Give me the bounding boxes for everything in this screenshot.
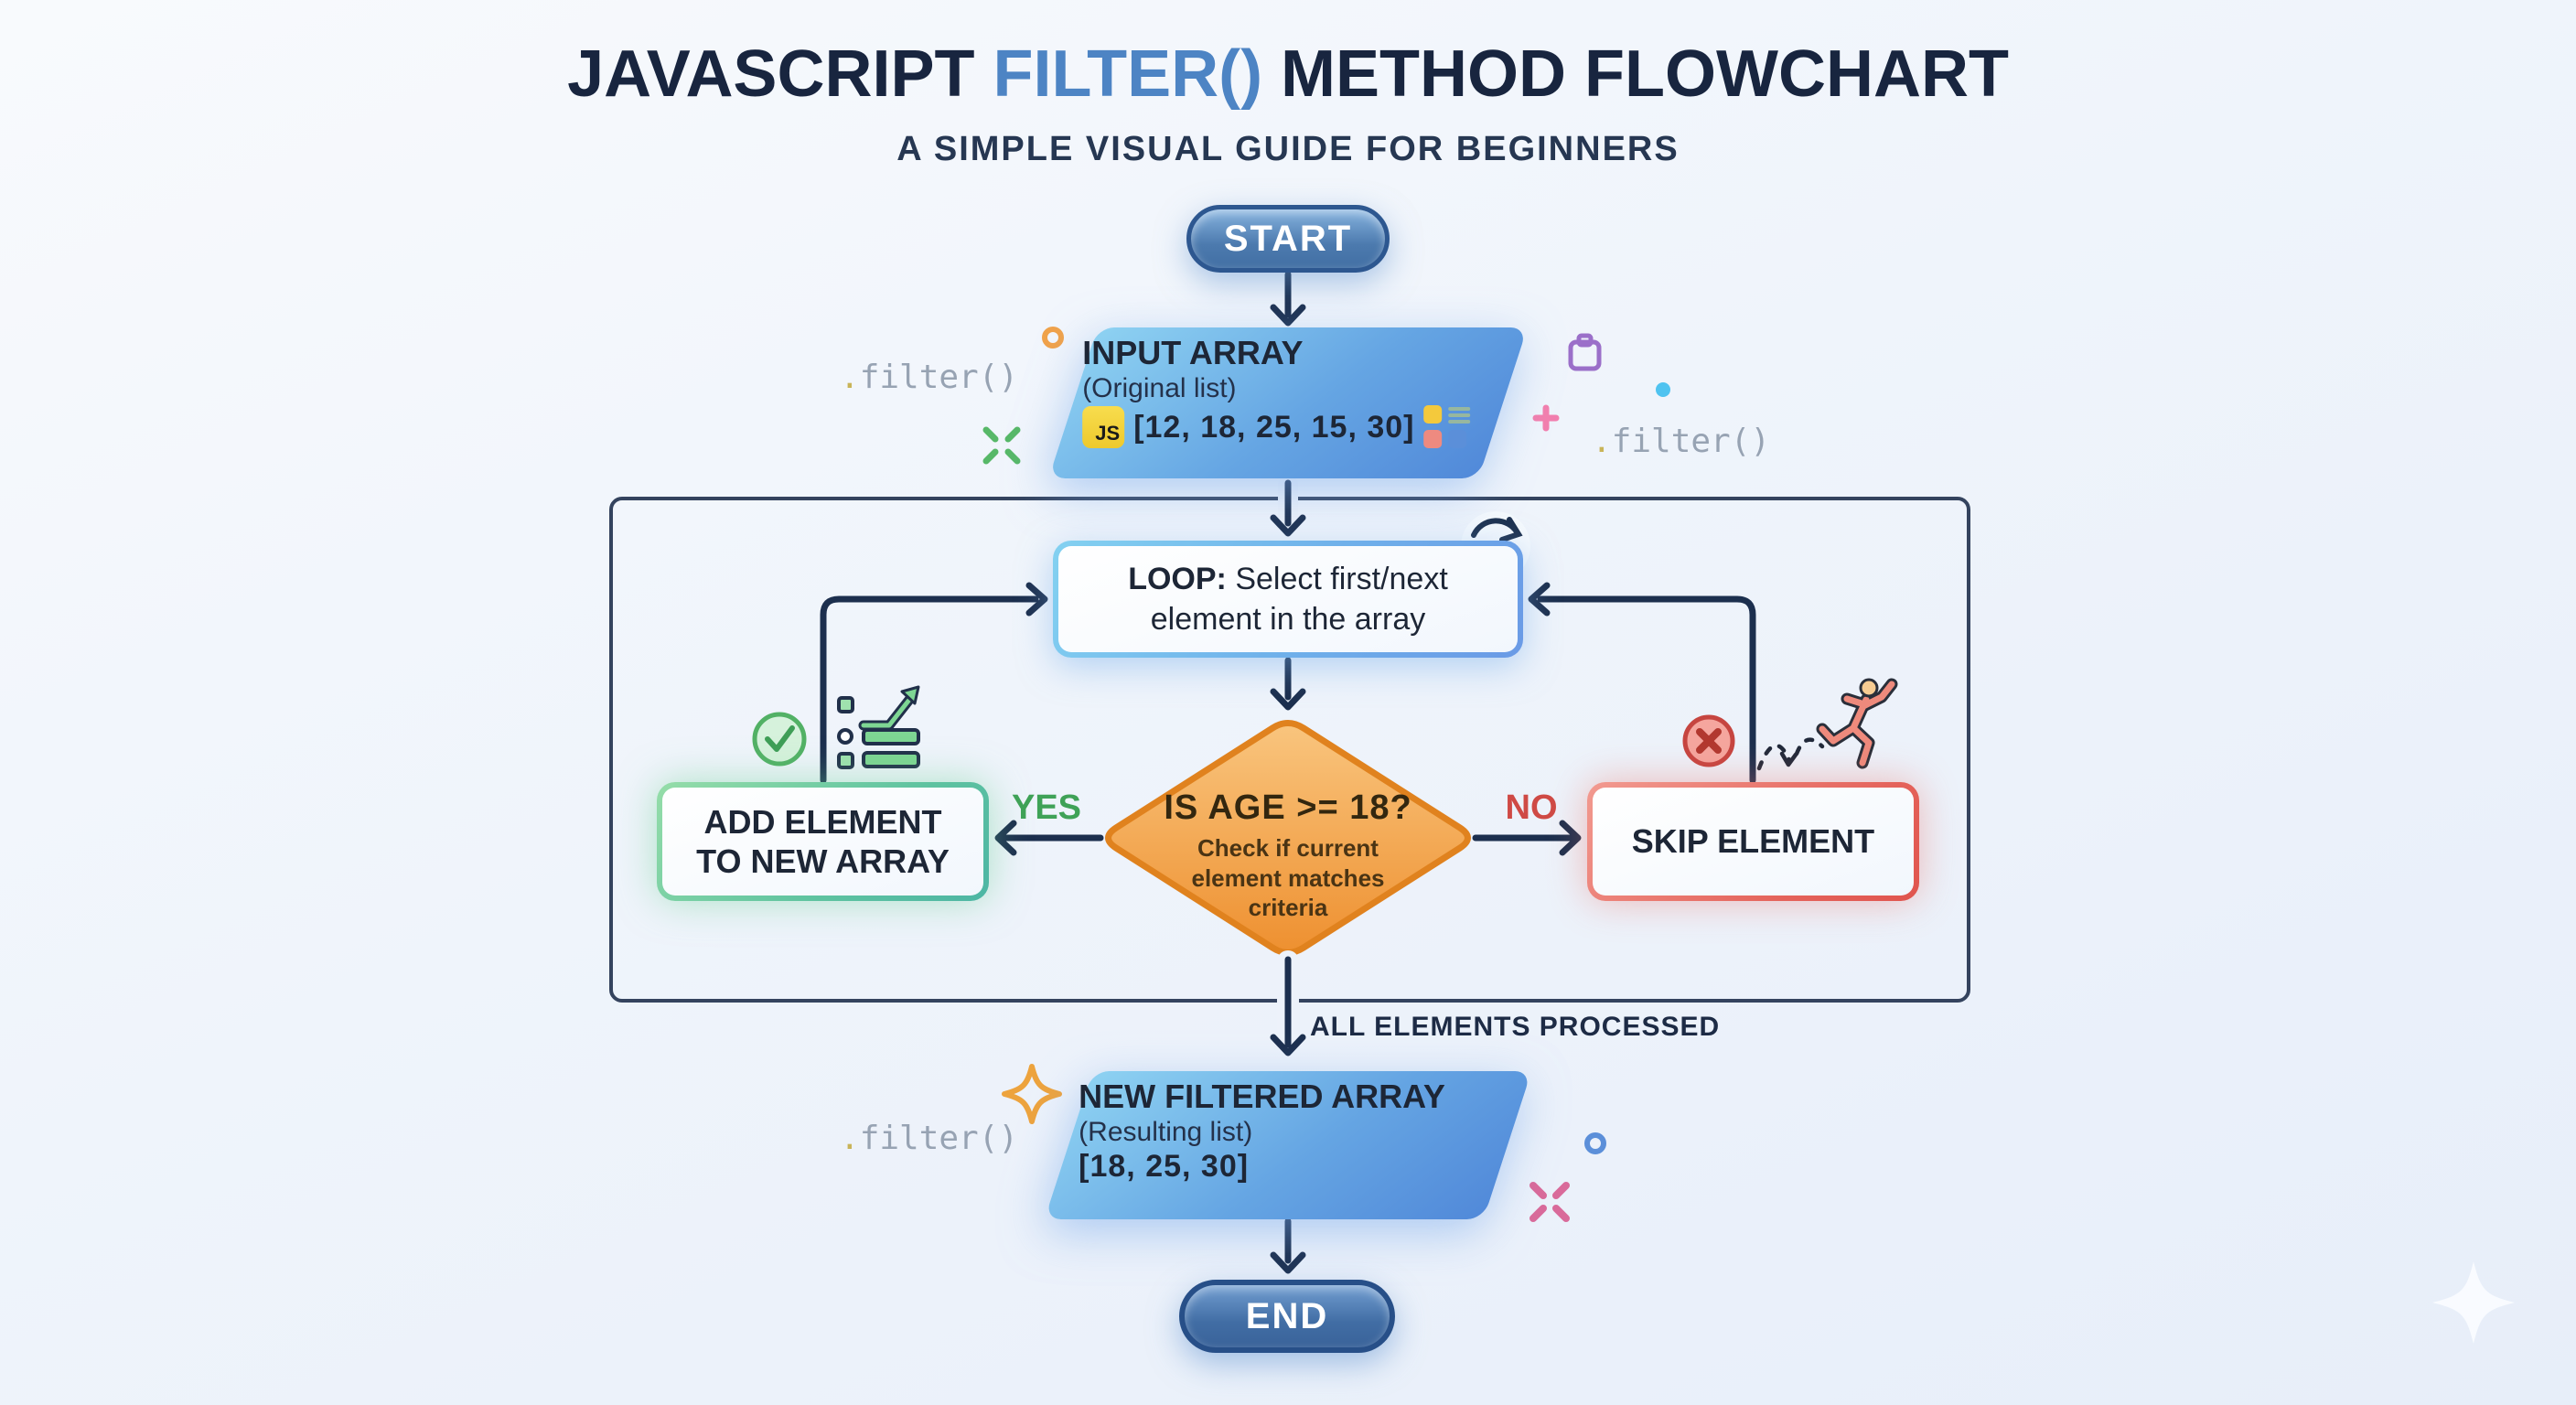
yes-label: YES xyxy=(1011,788,1082,827)
code-dot: . xyxy=(1592,423,1612,460)
decision-node: IS AGE >= 18? Check if current element m… xyxy=(1151,788,1425,923)
plus-icon-pink xyxy=(1532,404,1560,432)
input-array-row: JS [12, 18, 25, 15, 30] xyxy=(1082,405,1501,449)
loop-text-bold: LOOP: xyxy=(1128,561,1227,596)
code-dot: . xyxy=(840,359,860,396)
title-pre: JAVASCRIPT xyxy=(567,38,993,111)
blue-app-icon xyxy=(1448,430,1467,449)
code-fn: filter() xyxy=(859,1120,1019,1157)
arrow-start-to-input xyxy=(1270,271,1306,327)
processed-label: ALL ELEMENTS PROCESSED xyxy=(1310,1012,1721,1042)
list-line-2 xyxy=(1448,413,1471,418)
cross-circle-icon xyxy=(1682,714,1735,767)
arrow-yes xyxy=(994,820,1104,856)
code-snippet-bottom: .filter() xyxy=(840,1120,1018,1157)
title-highlight: FILTER() xyxy=(993,38,1263,111)
feedback-left-line xyxy=(820,582,1048,784)
yellow-app-icon xyxy=(1423,405,1443,424)
new-array-heading: NEW FILTERED ARRAY xyxy=(1079,1078,1445,1115)
ring-icon-orange xyxy=(1042,327,1064,349)
sparkle-icon-orange xyxy=(1002,1064,1062,1124)
code-snippet-right: .filter() xyxy=(1592,423,1770,460)
code-dot: . xyxy=(840,1120,860,1157)
code-snippet-left: .filter() xyxy=(840,359,1018,396)
arrow-decision-to-result xyxy=(1270,950,1306,1056)
arrow-input-to-loop xyxy=(1270,475,1306,537)
decision-question: IS AGE >= 18? xyxy=(1164,788,1412,827)
decision-note: Check if current element matches criteri… xyxy=(1191,834,1385,921)
new-array-subheading: (Resulting list) xyxy=(1079,1117,1253,1148)
red-app-icon xyxy=(1423,430,1443,449)
add-element-label: ADD ELEMENT TO NEW ARRAY xyxy=(696,802,950,880)
sparkle-icon-white xyxy=(2432,1261,2515,1344)
skip-element-node: SKIP ELEMENT xyxy=(1587,782,1919,901)
page-title: JAVASCRIPT FILTER() METHOD FLOWCHART xyxy=(0,37,2576,112)
ring-icon-blue xyxy=(1584,1132,1606,1154)
skip-element-label: SKIP ELEMENT xyxy=(1631,822,1875,861)
loop-text-rest: Select first/next element in the array xyxy=(1150,561,1448,637)
feedback-right-line xyxy=(1528,582,1756,784)
page-subtitle: A SIMPLE VISUAL GUIDE FOR BEGINNERS xyxy=(896,130,1680,168)
list-line-3 xyxy=(1448,420,1471,424)
input-array-subheading: (Original list) xyxy=(1082,373,1237,404)
runner-icon xyxy=(1756,678,1898,771)
no-label: NO xyxy=(1505,788,1558,827)
loop-node: LOOP: Select first/next element in the a… xyxy=(1053,541,1523,658)
end-label: END xyxy=(1245,1295,1329,1336)
arrow-no xyxy=(1472,820,1582,856)
input-array-values: [12, 18, 25, 15, 30] xyxy=(1133,409,1415,445)
code-fn: filter() xyxy=(1611,423,1771,460)
start-label: START xyxy=(1223,218,1353,259)
loop-text: LOOP: Select first/next element in the a… xyxy=(1091,559,1485,639)
title-post: METHOD FLOWCHART xyxy=(1262,38,2009,111)
input-array-heading: INPUT ARRAY xyxy=(1082,334,1304,371)
check-circle-icon xyxy=(752,712,807,767)
new-array-node: NEW FILTERED ARRAY (Resulting list) [18,… xyxy=(1044,1071,1532,1219)
end-node: END xyxy=(1179,1280,1395,1353)
start-node: START xyxy=(1186,205,1390,273)
code-fn: filter() xyxy=(859,359,1019,396)
x-mark-icon-green xyxy=(982,426,1021,465)
arrow-result-to-end xyxy=(1270,1217,1306,1274)
growth-list-icon xyxy=(837,685,920,769)
x-mark-icon-pink xyxy=(1530,1182,1570,1222)
app-icons-cluster xyxy=(1423,405,1472,449)
clipboard-icon xyxy=(1568,333,1602,371)
list-line-1 xyxy=(1448,407,1471,412)
add-element-node: ADD ELEMENT TO NEW ARRAY xyxy=(657,782,989,901)
dot-icon-blue xyxy=(1656,382,1670,397)
arrow-loop-to-decision xyxy=(1270,657,1306,711)
input-array-node: INPUT ARRAY (Original list) JS [12, 18, … xyxy=(1048,327,1528,478)
decision-diamond-shape xyxy=(1105,720,1471,956)
js-badge: JS xyxy=(1082,406,1125,449)
new-array-values: [18, 25, 30] xyxy=(1079,1149,1250,1185)
